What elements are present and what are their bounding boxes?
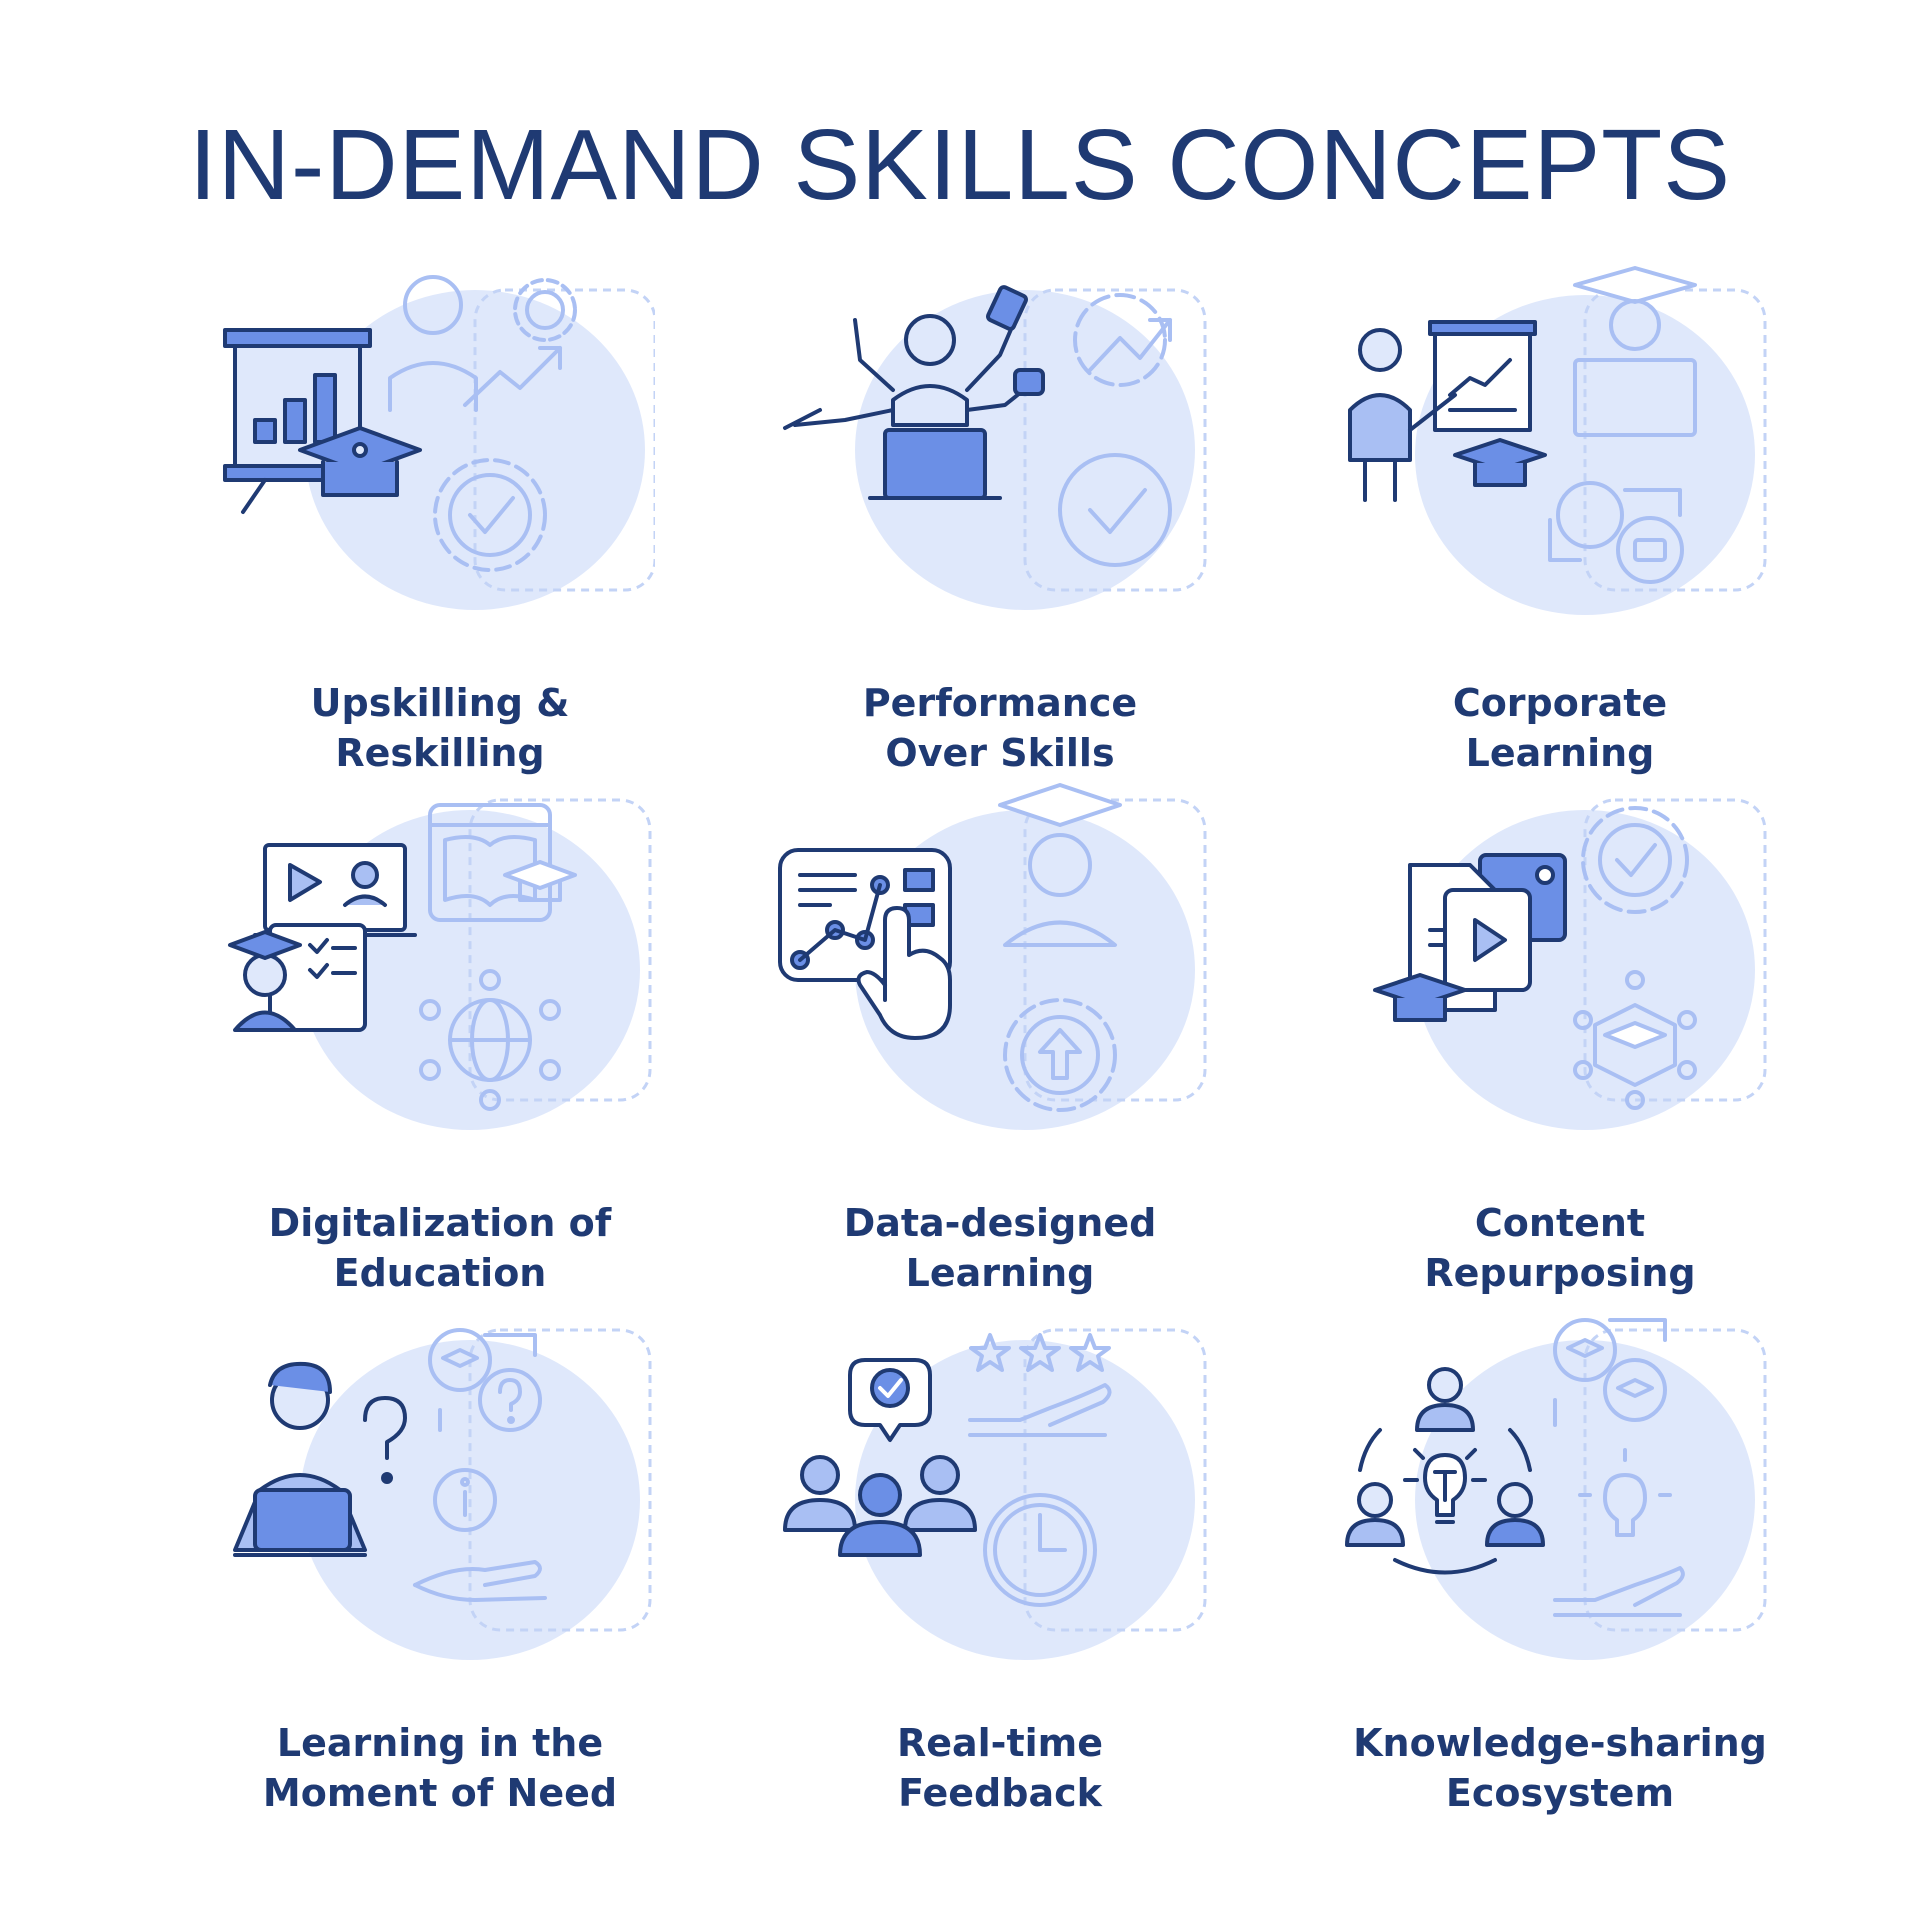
concept-label: Real-time Feedback bbox=[896, 1721, 1104, 1815]
concept-card-digitalization: Digitalization of Education bbox=[160, 780, 720, 1300]
team-feedback-icon bbox=[783, 1328, 1207, 1660]
concept-card-knowledge-sharing: Knowledge-sharing Ecosystem bbox=[1280, 1300, 1840, 1820]
page-title: IN-DEMAND SKILLS CONCEPTS bbox=[189, 109, 1731, 221]
online-lesson-icon bbox=[228, 798, 652, 1130]
media-files-icon bbox=[1373, 798, 1767, 1130]
concept-label: Learning in the Moment of Need bbox=[262, 1721, 618, 1815]
people-idea-network-icon bbox=[1345, 1318, 1767, 1660]
concept-label: Upskilling & Reskilling bbox=[310, 681, 570, 775]
concept-label: Content Repurposing bbox=[1424, 1201, 1696, 1295]
concept-card-corporate: Corporate Learning bbox=[1280, 260, 1840, 780]
corporate-presentation-icon bbox=[1348, 266, 1767, 615]
concept-label: Corporate Learning bbox=[1452, 681, 1668, 775]
concept-card-realtime-feedback: Real-time Feedback bbox=[720, 1300, 1280, 1820]
concept-card-upskilling: Upskilling & Reskilling bbox=[160, 260, 720, 780]
concept-grid: Upskilling & Reskilling bbox=[160, 260, 1767, 1820]
concept-label: Performance Over Skills bbox=[862, 681, 1138, 775]
multitasking-worker-icon bbox=[783, 285, 1207, 610]
student-laptop-question-icon bbox=[233, 1328, 652, 1660]
concept-card-content: Content Repurposing bbox=[1280, 780, 1840, 1300]
concept-card-performance: Performance Over Skills bbox=[720, 260, 1280, 780]
concept-label: Data-designed Learning bbox=[843, 1201, 1157, 1295]
training-presentation-icon bbox=[223, 275, 655, 610]
data-dashboard-icon bbox=[778, 783, 1207, 1130]
concept-label: Digitalization of Education bbox=[268, 1201, 612, 1295]
concept-card-data-designed: Data-designed Learning bbox=[720, 780, 1280, 1300]
concept-card-moment-of-need: Learning in the Moment of Need bbox=[160, 1300, 720, 1820]
concept-label: Knowledge-sharing Ecosystem bbox=[1353, 1721, 1767, 1815]
